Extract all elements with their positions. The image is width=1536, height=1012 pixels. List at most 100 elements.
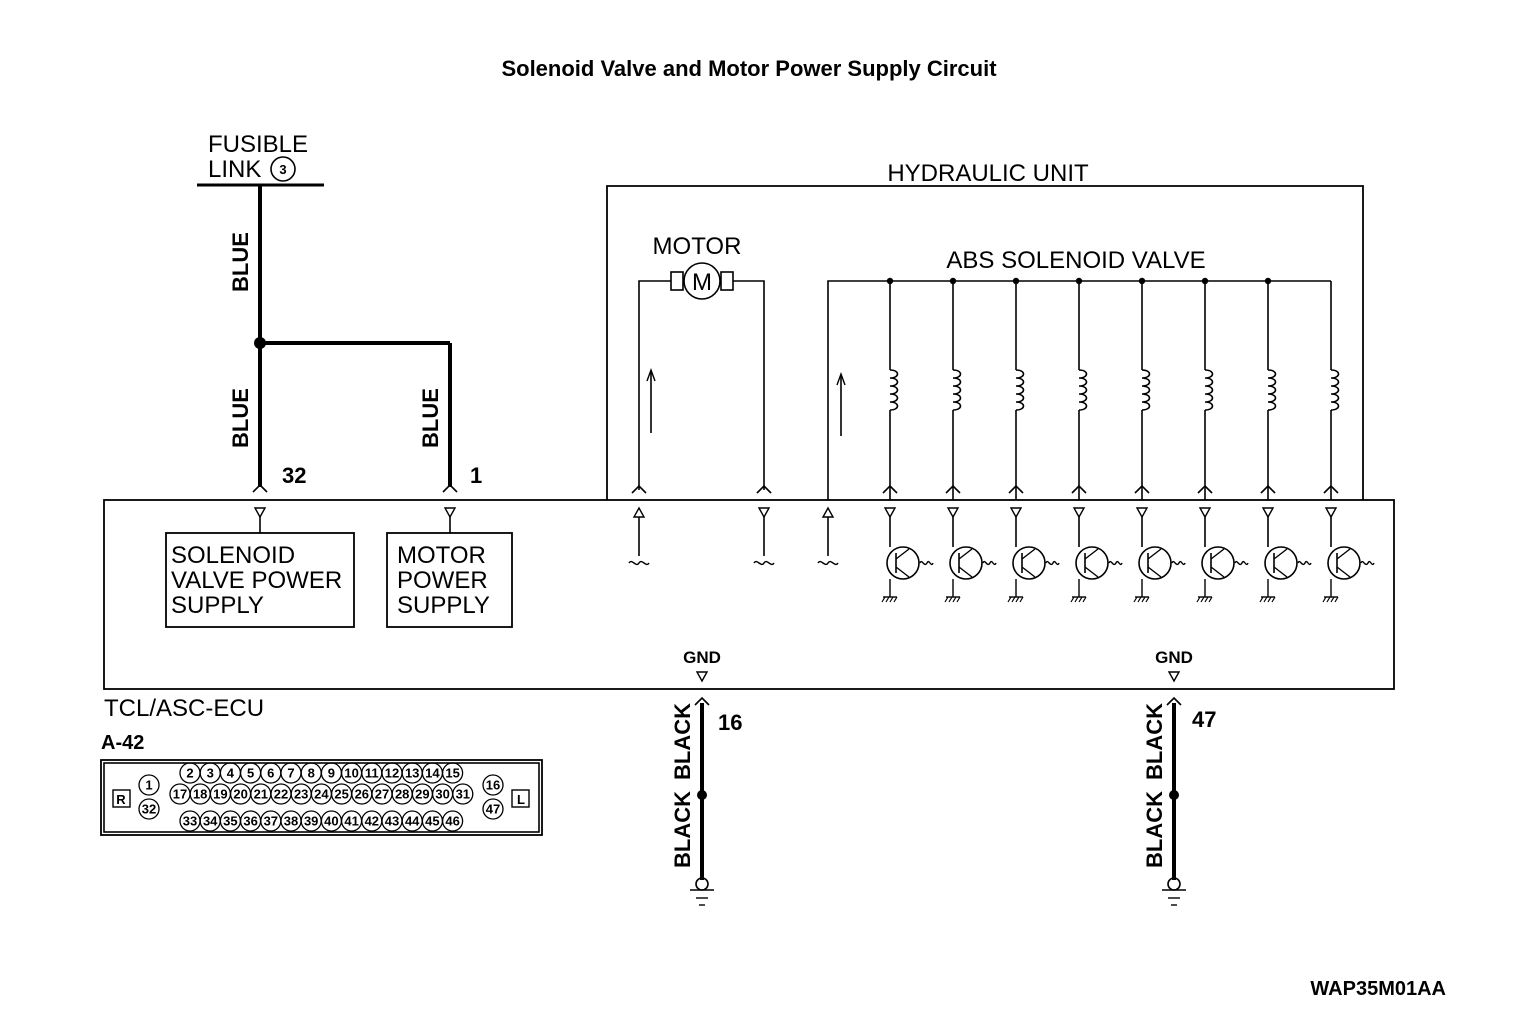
solenoid-supply-line1: SOLENOID xyxy=(171,542,295,569)
svg-text:44: 44 xyxy=(405,814,420,829)
connector-pin-16: 16 xyxy=(482,774,504,796)
connector-pin-39: 39 xyxy=(300,810,322,832)
solenoid-supply-line2: VALVE POWER xyxy=(171,567,342,594)
ground-wiring: 16 BLACK BLACK 47 BLACK BLACK xyxy=(670,697,1216,906)
connector-pin-34: 34 xyxy=(199,810,221,832)
wire-color-black-1b: BLACK xyxy=(670,791,695,868)
motor-supply-line3: SUPPLY xyxy=(397,592,490,619)
connector-pin-4: 4 xyxy=(219,762,242,784)
svg-text:17: 17 xyxy=(173,787,187,802)
svg-text:47: 47 xyxy=(486,802,500,817)
connector-pin-6: 6 xyxy=(260,762,282,784)
svg-text:16: 16 xyxy=(486,778,500,793)
svg-text:42: 42 xyxy=(365,814,379,829)
svg-text:35: 35 xyxy=(223,814,237,829)
svg-text:31: 31 xyxy=(456,787,470,802)
connector-pin-15: 15 xyxy=(441,762,464,784)
connector-left-mark: R xyxy=(116,792,126,807)
svg-text:45: 45 xyxy=(425,814,439,829)
connector-pin-36: 36 xyxy=(239,810,262,832)
ecu: TCL/ASC-ECU SOLENOID VALVE POWER SUPPLY … xyxy=(103,499,1395,722)
svg-text:10: 10 xyxy=(344,766,358,781)
svg-text:13: 13 xyxy=(405,766,419,781)
connector-pin-33: 33 xyxy=(179,810,201,832)
connector-pin-27: 27 xyxy=(371,783,393,805)
splice-dot xyxy=(254,337,266,349)
pin-16-label: 16 xyxy=(718,710,742,735)
connector-pin-30: 30 xyxy=(431,783,454,805)
connector-pin-22: 22 xyxy=(270,783,292,805)
connector-pin-2: 2 xyxy=(179,762,201,784)
connector-pin-7: 7 xyxy=(280,762,302,784)
svg-text:23: 23 xyxy=(294,787,308,802)
solenoid-valve-2 xyxy=(944,277,997,603)
wire-color-black-2a: BLACK xyxy=(1142,703,1167,780)
motor-supply-line1: MOTOR xyxy=(397,542,486,569)
svg-text:3: 3 xyxy=(207,766,214,781)
svg-text:19: 19 xyxy=(213,787,227,802)
fusible-link-label-line1: FUSIBLE xyxy=(208,131,308,158)
solenoid-supply-block xyxy=(165,532,355,628)
svg-text:39: 39 xyxy=(304,814,318,829)
ecu-box xyxy=(103,499,1395,690)
svg-text:43: 43 xyxy=(385,814,399,829)
fusible-link-number-circle xyxy=(270,156,296,182)
svg-text:33: 33 xyxy=(183,814,197,829)
connector-pin-43: 43 xyxy=(381,810,403,832)
pin-47-label: 47 xyxy=(1192,707,1216,732)
abs-solenoid-label: ABS SOLENOID VALVE xyxy=(946,247,1205,274)
svg-text:40: 40 xyxy=(324,814,338,829)
connector-pin-41: 41 xyxy=(340,810,363,832)
ecu-label: TCL/ASC-ECU xyxy=(104,695,264,722)
connector-pin-20: 20 xyxy=(229,783,252,805)
svg-text:41: 41 xyxy=(344,814,358,829)
blue-wiring: BLUE BLUE BLUE 32 1 xyxy=(228,185,482,493)
wire-color-black-2b: BLACK xyxy=(1142,791,1167,868)
svg-text:25: 25 xyxy=(334,787,348,802)
svg-text:30: 30 xyxy=(435,787,449,802)
svg-text:15: 15 xyxy=(445,766,459,781)
connector-pin-38: 38 xyxy=(280,810,302,832)
connector-pin-19: 19 xyxy=(209,783,232,805)
solenoid-valve-3 xyxy=(1007,277,1060,603)
pin-32-label: 32 xyxy=(282,463,306,488)
connector-pin-21: 21 xyxy=(250,783,272,805)
svg-text:2: 2 xyxy=(186,766,193,781)
solenoid-valve-group xyxy=(881,277,1375,603)
connector-pin-46: 46 xyxy=(441,810,464,832)
fusible-link-number: 3 xyxy=(279,162,286,177)
connector-pin-23: 23 xyxy=(290,783,312,805)
connector-pin-47: 47 xyxy=(482,798,504,820)
svg-text:6: 6 xyxy=(267,766,274,781)
svg-text:36: 36 xyxy=(243,814,257,829)
svg-text:1: 1 xyxy=(145,778,152,793)
svg-text:18: 18 xyxy=(193,787,207,802)
svg-text:7: 7 xyxy=(287,766,294,781)
connector-pin-29: 29 xyxy=(411,783,434,805)
connector-pin-12: 12 xyxy=(381,762,403,784)
connector-pin-32: 32 xyxy=(138,798,160,820)
connector-pin-44: 44 xyxy=(401,810,423,832)
gnd-label-16: GND xyxy=(683,648,721,667)
motor-symbol: M xyxy=(670,262,734,300)
svg-text:20: 20 xyxy=(233,787,247,802)
connector-pin-40: 40 xyxy=(320,810,343,832)
connector-pin-1: 1 xyxy=(138,774,160,796)
svg-text:11: 11 xyxy=(365,766,379,781)
wire-color-blue-upper: BLUE xyxy=(228,232,253,292)
connector-pin-31: 31 xyxy=(452,783,474,805)
svg-text:37: 37 xyxy=(264,814,278,829)
solenoid-valve-6 xyxy=(1196,277,1249,603)
connector-pin-10: 10 xyxy=(340,762,363,784)
svg-text:21: 21 xyxy=(254,787,268,802)
connector-pin-11: 11 xyxy=(361,762,383,784)
motor-label: MOTOR xyxy=(653,233,742,260)
connector-pin-37: 37 xyxy=(260,810,282,832)
connector-pin-35: 35 xyxy=(219,810,242,832)
fusible-link-label-line2: LINK xyxy=(208,156,261,183)
svg-text:22: 22 xyxy=(274,787,288,802)
svg-text:29: 29 xyxy=(415,787,429,802)
